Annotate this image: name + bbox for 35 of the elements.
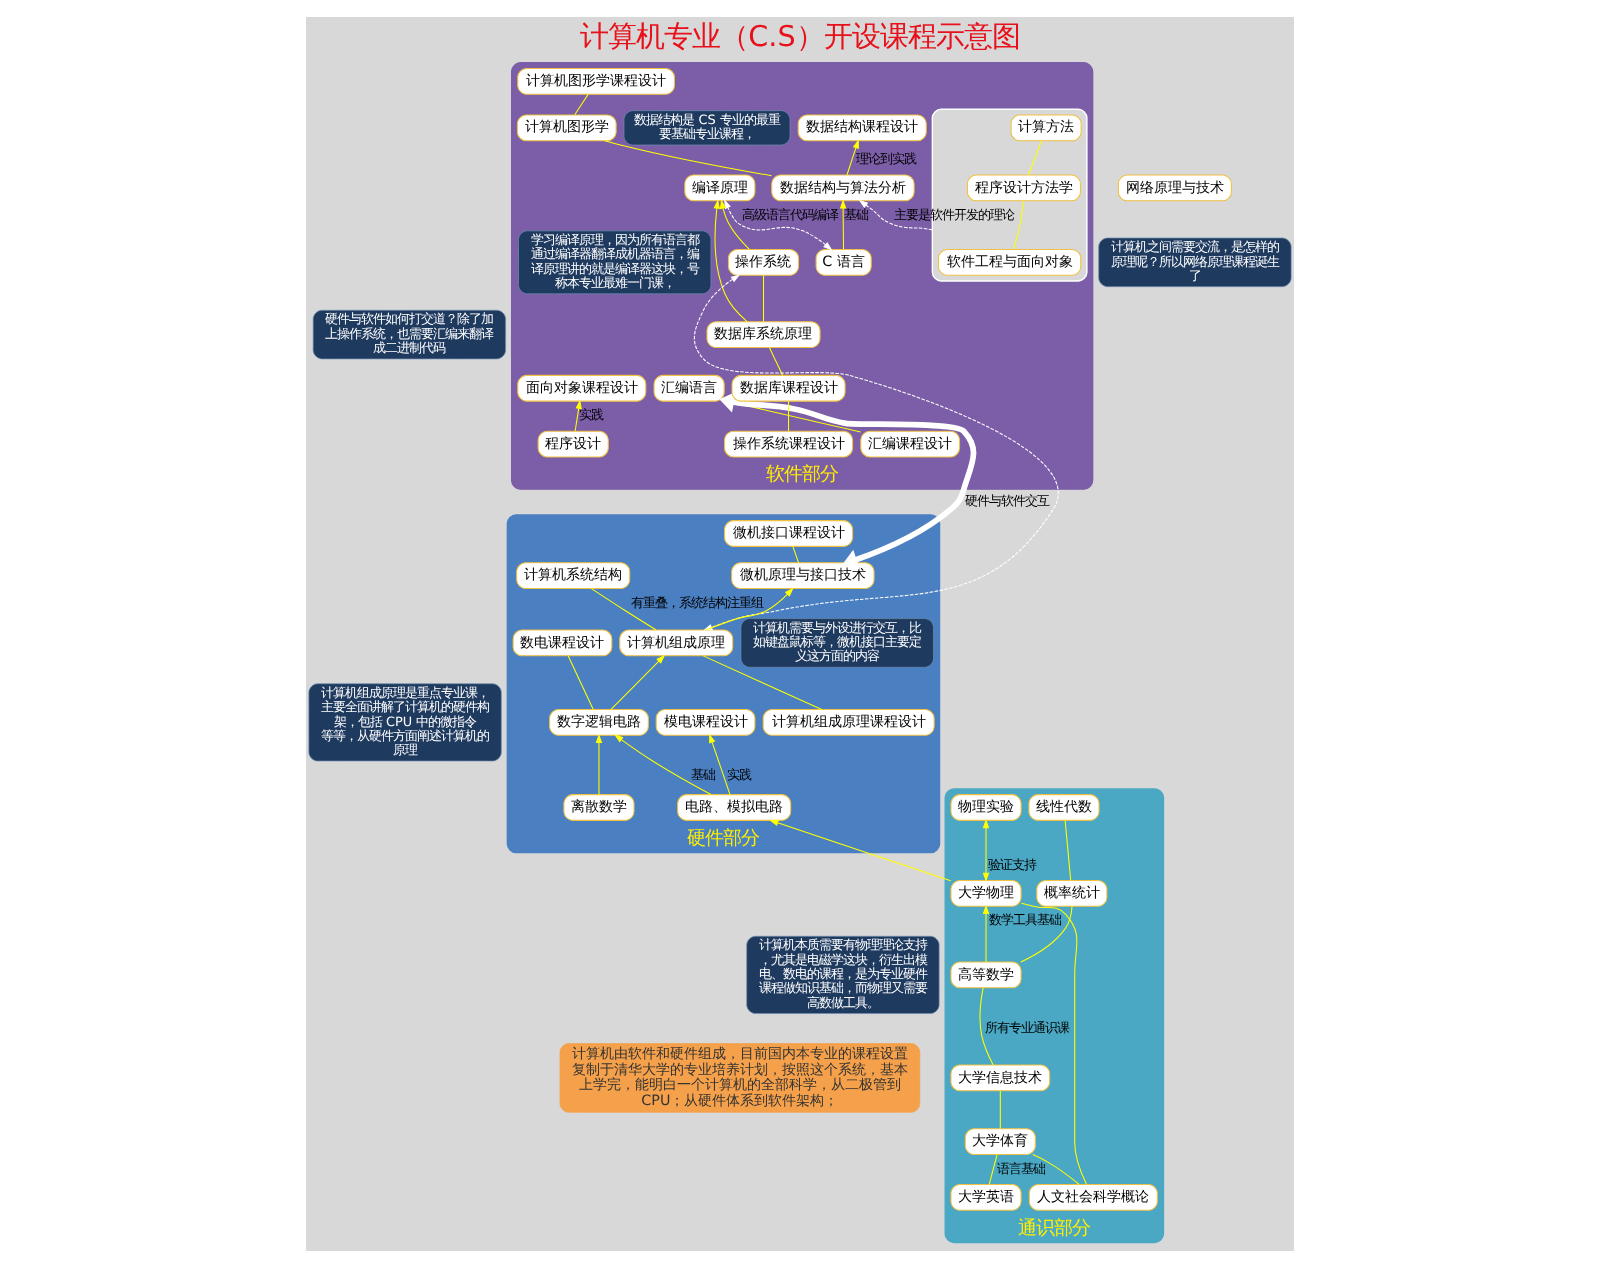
connector xyxy=(979,987,994,1066)
diagram-title: 计算机专业（C.S）开设课程示意图 xyxy=(580,21,1020,54)
arrow xyxy=(858,199,933,231)
arrow xyxy=(846,139,859,176)
connector xyxy=(792,545,800,564)
arrow xyxy=(724,199,833,251)
connector xyxy=(702,655,823,710)
connector xyxy=(1064,819,1072,881)
connector xyxy=(762,274,765,323)
arrow xyxy=(769,819,952,882)
connector xyxy=(1013,200,1024,250)
arrow xyxy=(713,199,748,323)
cluster xyxy=(931,108,1088,282)
arrow xyxy=(610,654,666,710)
connector xyxy=(988,1154,998,1185)
connector xyxy=(768,347,784,376)
connector xyxy=(1020,902,1088,1185)
connector xyxy=(788,400,790,432)
arrow xyxy=(719,199,750,250)
connector xyxy=(590,588,657,631)
connector xyxy=(1032,1154,1080,1185)
connector xyxy=(604,140,773,177)
arrow xyxy=(614,734,712,796)
connector xyxy=(574,93,589,116)
connector xyxy=(999,1090,1001,1130)
arrow xyxy=(574,399,582,432)
arrow xyxy=(595,733,603,796)
arrow xyxy=(982,818,990,882)
arrow xyxy=(839,199,847,250)
arrow xyxy=(719,391,977,570)
arrow xyxy=(982,904,990,963)
connector xyxy=(1020,905,1073,963)
connector xyxy=(567,655,594,710)
arrow xyxy=(709,733,731,796)
connector xyxy=(1028,140,1042,176)
